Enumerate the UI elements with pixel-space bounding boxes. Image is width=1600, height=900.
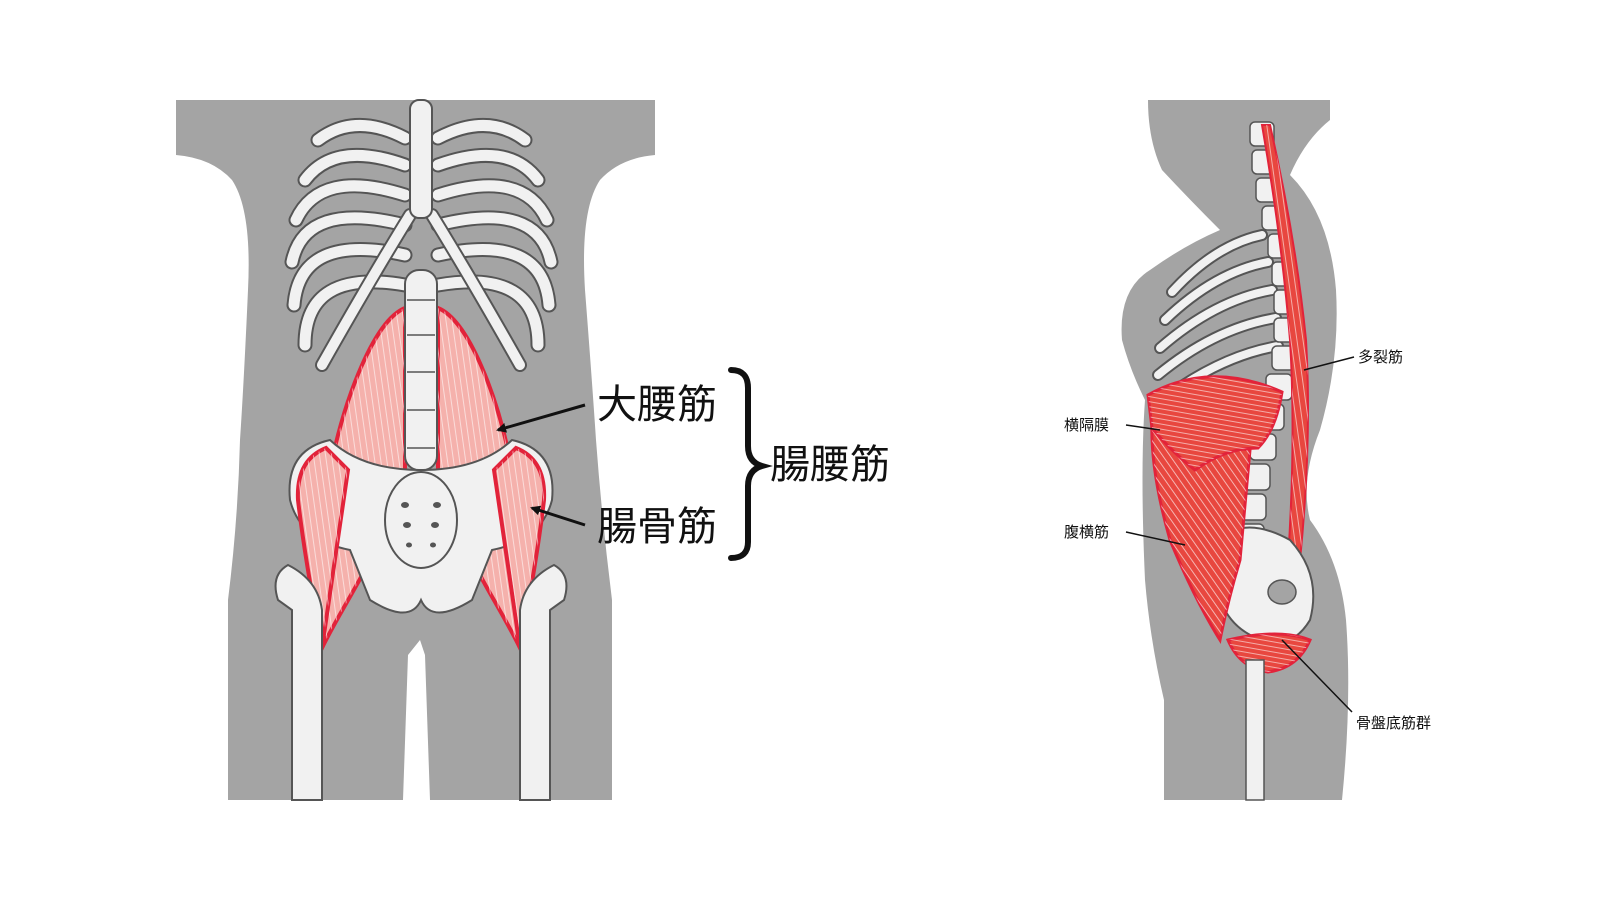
label-pelvic-floor: 骨盤底筋群 bbox=[1356, 714, 1431, 732]
side-pelvis-socket bbox=[1267, 579, 1297, 605]
label-transversus-abdominis: 腹横筋 bbox=[1064, 523, 1109, 541]
diaphragm-leader bbox=[1125, 424, 1161, 431]
label-diaphragm: 横隔膜 bbox=[1064, 416, 1109, 434]
lumbar-spine bbox=[404, 269, 438, 471]
side-view: 多裂筋 横隔膜 腹横筋 骨盤底筋群 bbox=[1064, 100, 1431, 801]
side-femur bbox=[1245, 659, 1265, 801]
pelvis bbox=[288, 438, 554, 614]
label-iliopsoas: 腸腰筋 bbox=[770, 442, 890, 488]
pelvic-floor-leader bbox=[1281, 639, 1353, 713]
rib-cage bbox=[284, 118, 559, 372]
femurs bbox=[274, 563, 568, 801]
iliacus-arrow bbox=[530, 505, 586, 527]
grouping-brace bbox=[728, 367, 773, 561]
transversus-leader bbox=[1125, 531, 1186, 546]
front-labels: 大腰筋 腸骨筋 腸腰筋 bbox=[496, 367, 890, 561]
front-view: 大腰筋 腸骨筋 腸腰筋 bbox=[176, 99, 890, 801]
label-psoas-major: 大腰筋 bbox=[597, 382, 717, 428]
iliacus-muscle bbox=[295, 445, 547, 649]
side-labels: 多裂筋 横隔膜 腹横筋 骨盤底筋群 bbox=[1064, 348, 1431, 732]
multifidus-leader bbox=[1303, 356, 1355, 371]
diaphragm-muscle bbox=[1146, 375, 1284, 472]
label-iliacus: 腸骨筋 bbox=[597, 504, 717, 550]
psoas-arrow bbox=[496, 403, 586, 433]
sternum bbox=[409, 99, 433, 219]
label-multifidus: 多裂筋 bbox=[1358, 348, 1403, 366]
